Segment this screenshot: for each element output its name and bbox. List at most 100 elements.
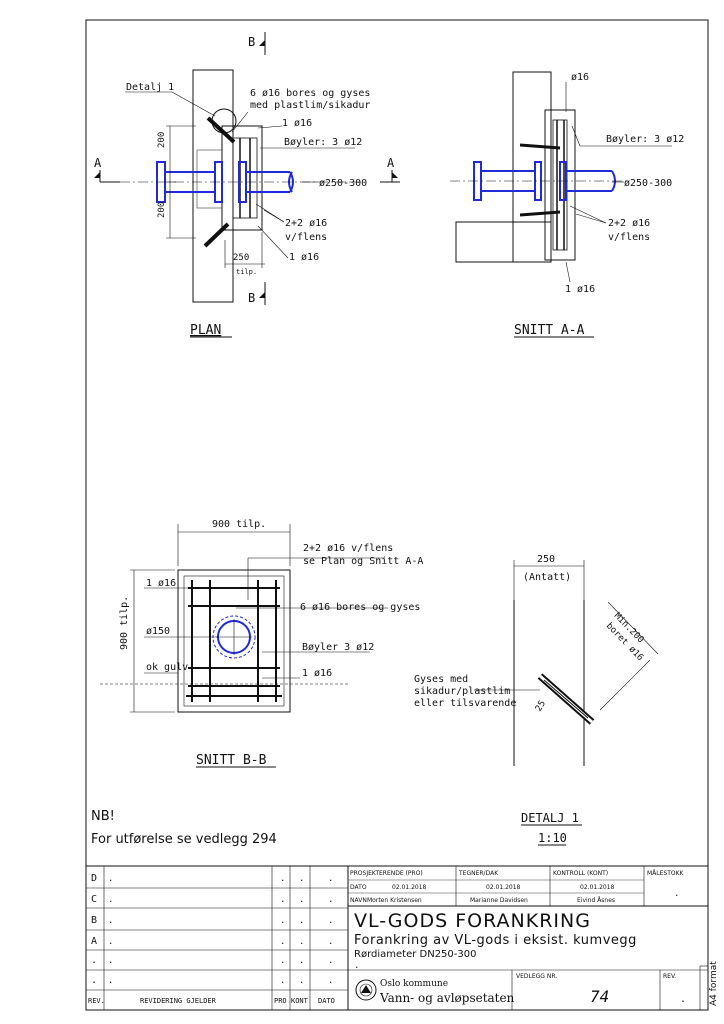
snitt-bb-hole: ø150	[146, 626, 170, 637]
revision-text: .	[108, 937, 113, 947]
detalj1-angle: 25	[534, 699, 548, 713]
snitt-aa-anchor-block	[544, 109, 576, 261]
drawing-subtitle: Forankring av VL-gods i eksist. kumvegg	[354, 933, 637, 948]
sheet-border	[85, 19, 709, 1011]
plan-anchor-block	[221, 125, 263, 231]
snitt-bb-outline	[177, 569, 291, 713]
snitt-bb-flange-1: 2+2 ø16 v/flens	[303, 543, 393, 554]
rev-value: .	[680, 994, 686, 1005]
plan-title: PLAN	[190, 323, 221, 338]
svg-text:.: .	[299, 976, 304, 986]
snitt-aa-title: SNITT A-A	[514, 323, 585, 338]
svg-text:.: .	[299, 956, 304, 966]
detalj1-grout-1: Gyses med	[414, 674, 468, 685]
rev-header-dato: DATO	[318, 997, 335, 1005]
note-nb: NB!	[91, 809, 115, 824]
plan-pipe-label: ø250-300	[319, 178, 367, 189]
snitt-bb-anchors: 6 ø16 bores og gyses	[300, 602, 420, 613]
plan-section-b-top: B	[248, 35, 255, 49]
svg-text:.: .	[280, 976, 285, 986]
plan-section-a-right: A	[387, 156, 395, 170]
kontroll-label: KONTROLL (KONT)	[553, 870, 608, 877]
malestokk-label: MÅLESTOKK	[647, 870, 685, 877]
svg-text:.: .	[280, 874, 285, 884]
plan-stirrups: Bøyler: 3 ø12	[284, 137, 362, 148]
revision-text: .	[108, 895, 113, 905]
vedlegg-number: 74	[590, 987, 609, 1006]
plan-dim-tilp: tilp.	[236, 268, 257, 276]
revision-text: .	[108, 956, 113, 966]
rev-label: REV.	[663, 973, 676, 980]
plan-section-a-left: A	[94, 156, 102, 170]
plan-anchor-text-1: 6 ø16 bores og gyses	[250, 88, 370, 99]
snitt-bb-view: 900 tilp. 900 tilp. 2+2 ø16 v/flens se P…	[100, 519, 423, 768]
snitt-bb-stirrups: Bøyler 3 ø12	[302, 642, 374, 653]
svg-text:.: .	[328, 895, 333, 905]
plan-flange-1: 2+2 ø16	[285, 218, 327, 229]
dato-tegner: 02.01.2018	[486, 884, 521, 891]
revision-row: C . ...	[91, 894, 333, 905]
detalj1-grout-2: sikadur/plastlim	[414, 686, 510, 697]
snitt-bb-dim-width: 900 tilp.	[212, 519, 266, 530]
malestokk-value: .	[674, 889, 679, 899]
plan-section-b-bottom: B	[248, 291, 255, 305]
snitt-bb-flange-2: se Plan og Snitt A-A	[303, 556, 423, 567]
snitt-bb-floor: ok gulv	[146, 662, 188, 673]
dato-pro: 02.01.2018	[392, 884, 427, 891]
revision-rev: .	[91, 975, 97, 986]
snitt-aa-pipe-label: ø250-300	[624, 178, 672, 189]
svg-text:.: .	[280, 916, 285, 926]
snitt-aa-bar-top: ø16	[571, 72, 589, 83]
svg-text:.: .	[280, 937, 285, 947]
revision-rev: D	[91, 873, 97, 884]
navn-pro: Morten Kristensen	[367, 897, 422, 904]
svg-text:.: .	[328, 976, 333, 986]
snitt-aa-stirrups: Bøyler: 3 ø12	[606, 134, 684, 145]
navn-label: NAVN	[350, 897, 367, 904]
navn-tegner: Marianne Davidsen	[470, 897, 528, 904]
detalj1-view: 250 (Antatt) Min.200 boret ø16 Gyses med…	[414, 554, 659, 846]
svg-text:.: .	[280, 895, 285, 905]
plan-detail-label: Detalj 1	[126, 82, 174, 93]
plan-bar-top: 1 ø16	[282, 118, 312, 129]
detalj1-title: DETALJ 1	[521, 811, 579, 825]
org-name-1: Oslo kommune	[380, 979, 448, 989]
drawing-subtitle-2: Rørdiameter DN250-300	[354, 949, 476, 960]
snitt-aa-flange-1: 2+2 ø16	[608, 218, 650, 229]
snitt-aa-floor	[455, 221, 552, 263]
plan-dim-250: 250	[233, 253, 249, 263]
svg-text:.: .	[328, 916, 333, 926]
navn-kontroll: Eivind Åsnes	[577, 897, 615, 904]
revision-text: .	[108, 874, 113, 884]
plan-anchor-text-2: med plastlim/sikadur	[250, 100, 370, 111]
plan-view: A A B B 200 200 250 tilp. Detalj 1 6 ø16…	[94, 32, 400, 338]
snitt-aa-bar-bottom: 1 ø16	[565, 284, 595, 295]
plan-dim-200-top: 200	[157, 132, 167, 148]
revision-rev: C	[91, 894, 97, 905]
title-block: D . ... C . ... B . ... A . ... . . ... …	[86, 865, 719, 1010]
dato-label: DATO	[350, 884, 367, 891]
rev-header-rev: REV.	[88, 997, 105, 1005]
revision-rev: B	[91, 915, 97, 926]
revision-rev: .	[91, 955, 97, 966]
drawing-title: VL-GODS FORANKRING	[354, 910, 591, 932]
revision-text: .	[108, 976, 113, 986]
snitt-aa-view: ø16 Bøyler: 3 ø12 ø250-300 2+2 ø16 v/fle…	[450, 71, 684, 338]
revision-row: B . ...	[91, 915, 333, 926]
svg-text:.: .	[328, 874, 333, 884]
oslo-kommune-logo	[355, 979, 377, 1001]
revision-row: A . ...	[91, 936, 333, 947]
svg-text:.: .	[328, 937, 333, 947]
plan-flange-2: v/flens	[285, 232, 327, 243]
prosjekterende-label: PROSJEKTERENDE (PRO)	[350, 870, 423, 877]
snitt-bb-dim-height: 900 tilp.	[119, 596, 130, 650]
snitt-aa-flange-2: v/flens	[608, 232, 650, 243]
org-name-2: Vann- og avløpsetaten	[379, 991, 515, 1005]
detalj1-dim: 250	[537, 554, 555, 565]
svg-text:.: .	[299, 937, 304, 947]
rev-header-desc: REVIDERING GJELDER	[140, 997, 217, 1005]
snitt-bb-title: SNITT B-B	[196, 753, 267, 768]
drawing-dot: .	[354, 961, 359, 971]
plan-wall	[192, 69, 234, 303]
